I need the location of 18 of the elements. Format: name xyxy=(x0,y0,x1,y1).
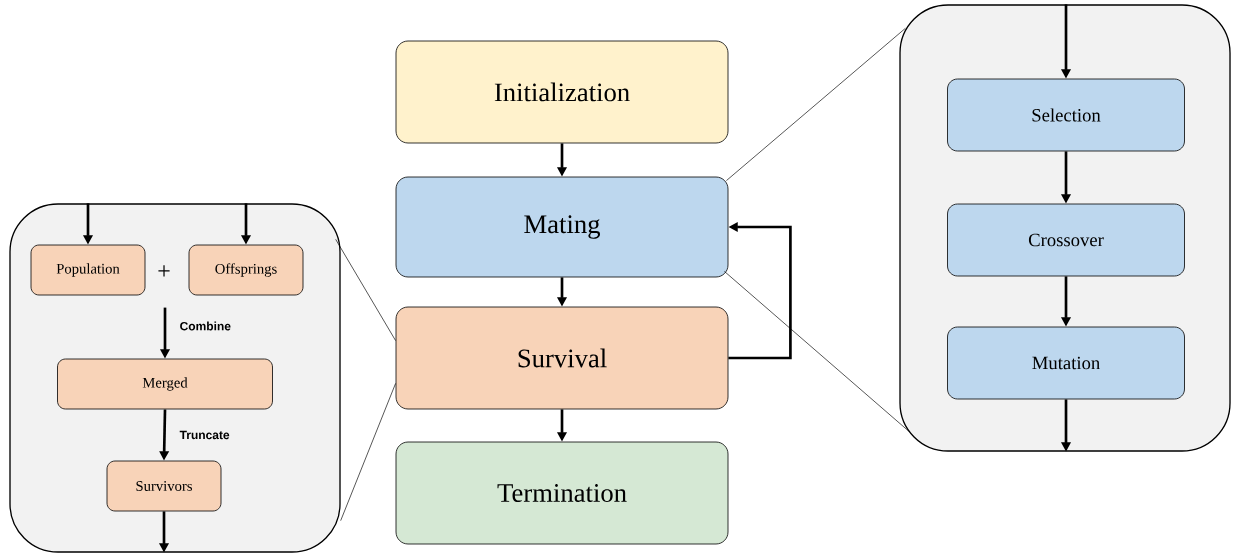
zoom-line xyxy=(726,28,906,181)
process-box: Mating xyxy=(395,176,729,278)
process-box: Survivors xyxy=(106,460,222,512)
process-box: Crossover xyxy=(947,203,1185,277)
edge-label: Truncate xyxy=(178,429,231,441)
zoom-line xyxy=(724,271,910,432)
zoom-line xyxy=(340,383,396,521)
process-box: Survival xyxy=(395,306,729,410)
process-box: Selection xyxy=(947,78,1185,152)
plus-sign: + xyxy=(158,265,170,277)
process-box: Offsprings xyxy=(188,244,304,296)
process-box: Mutation xyxy=(947,326,1185,400)
process-box: Population xyxy=(30,244,146,296)
edge-label: Combine xyxy=(178,320,233,332)
process-box: Merged xyxy=(57,358,273,410)
process-box: Initialization xyxy=(395,40,729,144)
zoom-line xyxy=(335,239,396,341)
process-box: Termination xyxy=(395,441,729,545)
